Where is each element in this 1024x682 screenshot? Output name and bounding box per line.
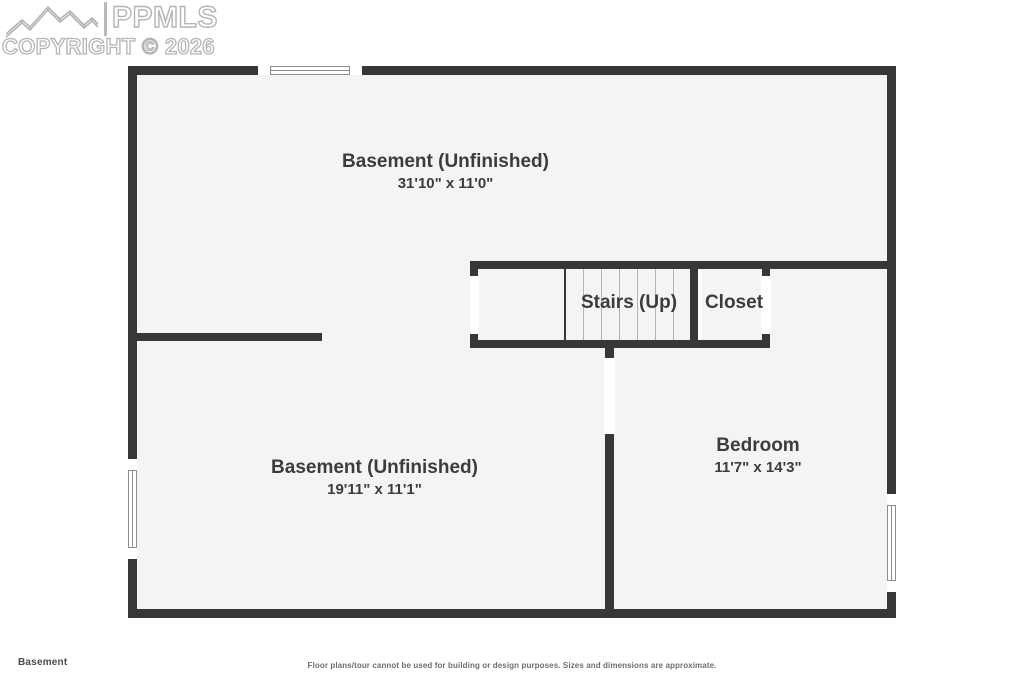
exterior-wall-right xyxy=(887,66,896,618)
level-label: Basement xyxy=(18,657,68,668)
room-dimensions: 19'11" x 11'1" xyxy=(327,481,422,498)
room-label-bedroom: Bedroom 11'7" x 14'3" xyxy=(658,434,858,478)
brand-name: PPMLS xyxy=(111,1,218,34)
exterior-wall-left-upper xyxy=(128,66,137,338)
room-name: Basement (Unfinished) xyxy=(271,457,478,478)
window-left-mullion xyxy=(132,470,133,548)
window-right-mullion xyxy=(891,505,892,581)
window-top-mullion xyxy=(270,70,350,71)
room-label-basement-lower: Basement (Unfinished) 19'11" x 11'1" xyxy=(222,456,527,500)
door-opening-closet-right xyxy=(761,276,771,334)
door-opening-stairs-left xyxy=(470,276,479,334)
exterior-wall-bottom xyxy=(128,609,896,618)
stairs-run-floor xyxy=(566,268,690,340)
closet-wall-left xyxy=(690,261,698,348)
stair-tread xyxy=(583,268,584,340)
room-dimensions: 31'10" x 11'0" xyxy=(397,175,494,192)
floor-fill-bedroom xyxy=(612,340,888,610)
floor-fill-right-gap xyxy=(770,268,888,344)
interior-wall-right-horizontal xyxy=(766,261,896,269)
room-name: Bedroom xyxy=(716,435,800,456)
disclaimer-text: Floor plans/tour cannot be used for buil… xyxy=(307,661,717,670)
stair-tread xyxy=(619,268,620,340)
copyright-notice: COPYRIGHT © 2026 xyxy=(1,34,215,59)
interior-wall-left-stub xyxy=(128,333,322,341)
room-name: Stairs (Up) xyxy=(580,292,678,313)
stair-tread xyxy=(673,268,674,340)
closet-floor xyxy=(702,268,766,340)
floor-fill-upper-basement xyxy=(136,74,888,270)
stairs-block-wall-bottom xyxy=(470,340,770,348)
ppmls-watermark: PPMLS COPYRIGHT © 2026 xyxy=(0,0,218,62)
room-label-closet: Closet xyxy=(694,291,774,315)
stair-tread xyxy=(655,268,656,340)
logo-divider xyxy=(104,2,107,36)
stairs-block-wall-top xyxy=(470,261,770,269)
exterior-wall-top xyxy=(128,66,896,75)
interior-wall-center-vertical xyxy=(605,341,614,618)
room-name: Closet xyxy=(704,292,764,313)
room-dimensions: 11'7" x 14'3" xyxy=(714,459,802,476)
stair-tread xyxy=(637,268,638,340)
room-label-basement-upper: Basement (Unfinished) 31'10" x 11'0" xyxy=(293,150,598,194)
stair-tread xyxy=(601,268,602,340)
floor-fill-lower-left-basement xyxy=(136,340,614,610)
room-label-stairs: Stairs (Up) xyxy=(553,291,705,315)
stairs-landing-floor xyxy=(478,268,564,340)
room-name: Basement (Unfinished) xyxy=(342,151,549,172)
door-opening-center-wall xyxy=(604,358,615,434)
stairs-landing-divider xyxy=(564,269,566,340)
floor-fill-left-gap xyxy=(136,268,470,344)
mountain-range-icon xyxy=(5,5,99,38)
